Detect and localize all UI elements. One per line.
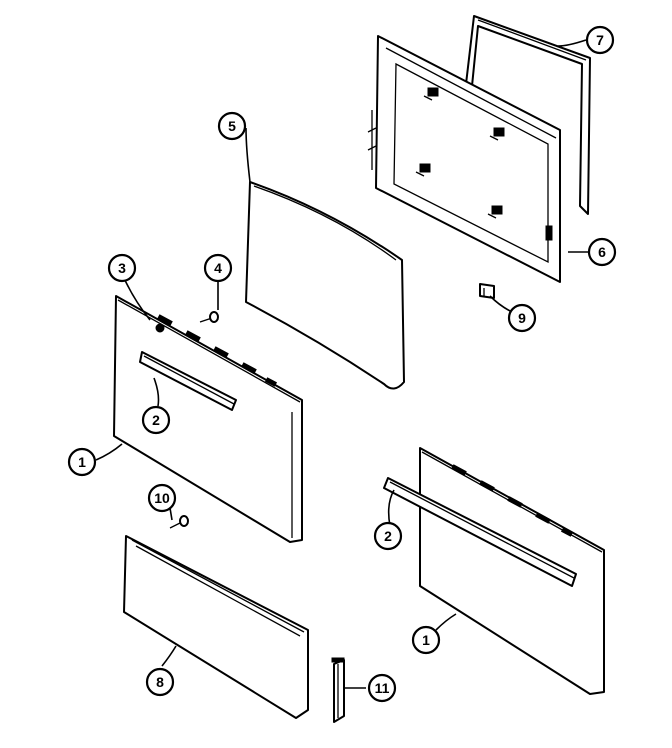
callout-1-right-label: 1 xyxy=(422,632,430,648)
callout-4-label: 4 xyxy=(214,260,222,276)
callout-1-left: 1 xyxy=(67,447,97,477)
callout-10: 10 xyxy=(147,483,177,513)
callout-9: 9 xyxy=(507,303,537,333)
part-10-screw xyxy=(169,515,189,529)
callout-7: 7 xyxy=(585,25,615,55)
part-1-outer-door-right xyxy=(419,447,605,695)
callout-6-label: 6 xyxy=(598,244,606,260)
part-9-clip xyxy=(479,283,495,299)
part-11-bracket xyxy=(331,657,345,723)
callout-11: 11 xyxy=(367,673,397,703)
part-2-handle-left xyxy=(139,351,237,411)
part-4-screw xyxy=(199,311,219,323)
part-6-inner-door-frame xyxy=(367,35,561,283)
callout-9-label: 9 xyxy=(518,310,526,326)
callout-2-left: 2 xyxy=(141,405,171,435)
callout-2-right-label: 2 xyxy=(384,528,392,544)
callout-2-left-label: 2 xyxy=(152,412,160,428)
callout-3: 3 xyxy=(107,253,137,283)
callout-8-label: 8 xyxy=(156,674,164,690)
callout-4: 4 xyxy=(203,253,233,283)
part-5-insulation-panel xyxy=(245,181,405,390)
part-2-handle-right xyxy=(383,477,577,587)
callout-11-label: 11 xyxy=(375,680,390,696)
callout-6: 6 xyxy=(587,237,617,267)
callout-10-label: 10 xyxy=(154,490,170,506)
callout-1-left-label: 1 xyxy=(78,454,86,470)
callout-3-label: 3 xyxy=(118,260,126,276)
callout-8: 8 xyxy=(145,667,175,697)
callout-7-label: 7 xyxy=(596,32,604,48)
callout-1-right: 1 xyxy=(411,625,441,655)
part-8-drawer-front xyxy=(123,535,309,719)
callout-5-label: 5 xyxy=(228,118,236,134)
callout-2-right: 2 xyxy=(373,521,403,551)
callout-5: 5 xyxy=(217,111,247,141)
